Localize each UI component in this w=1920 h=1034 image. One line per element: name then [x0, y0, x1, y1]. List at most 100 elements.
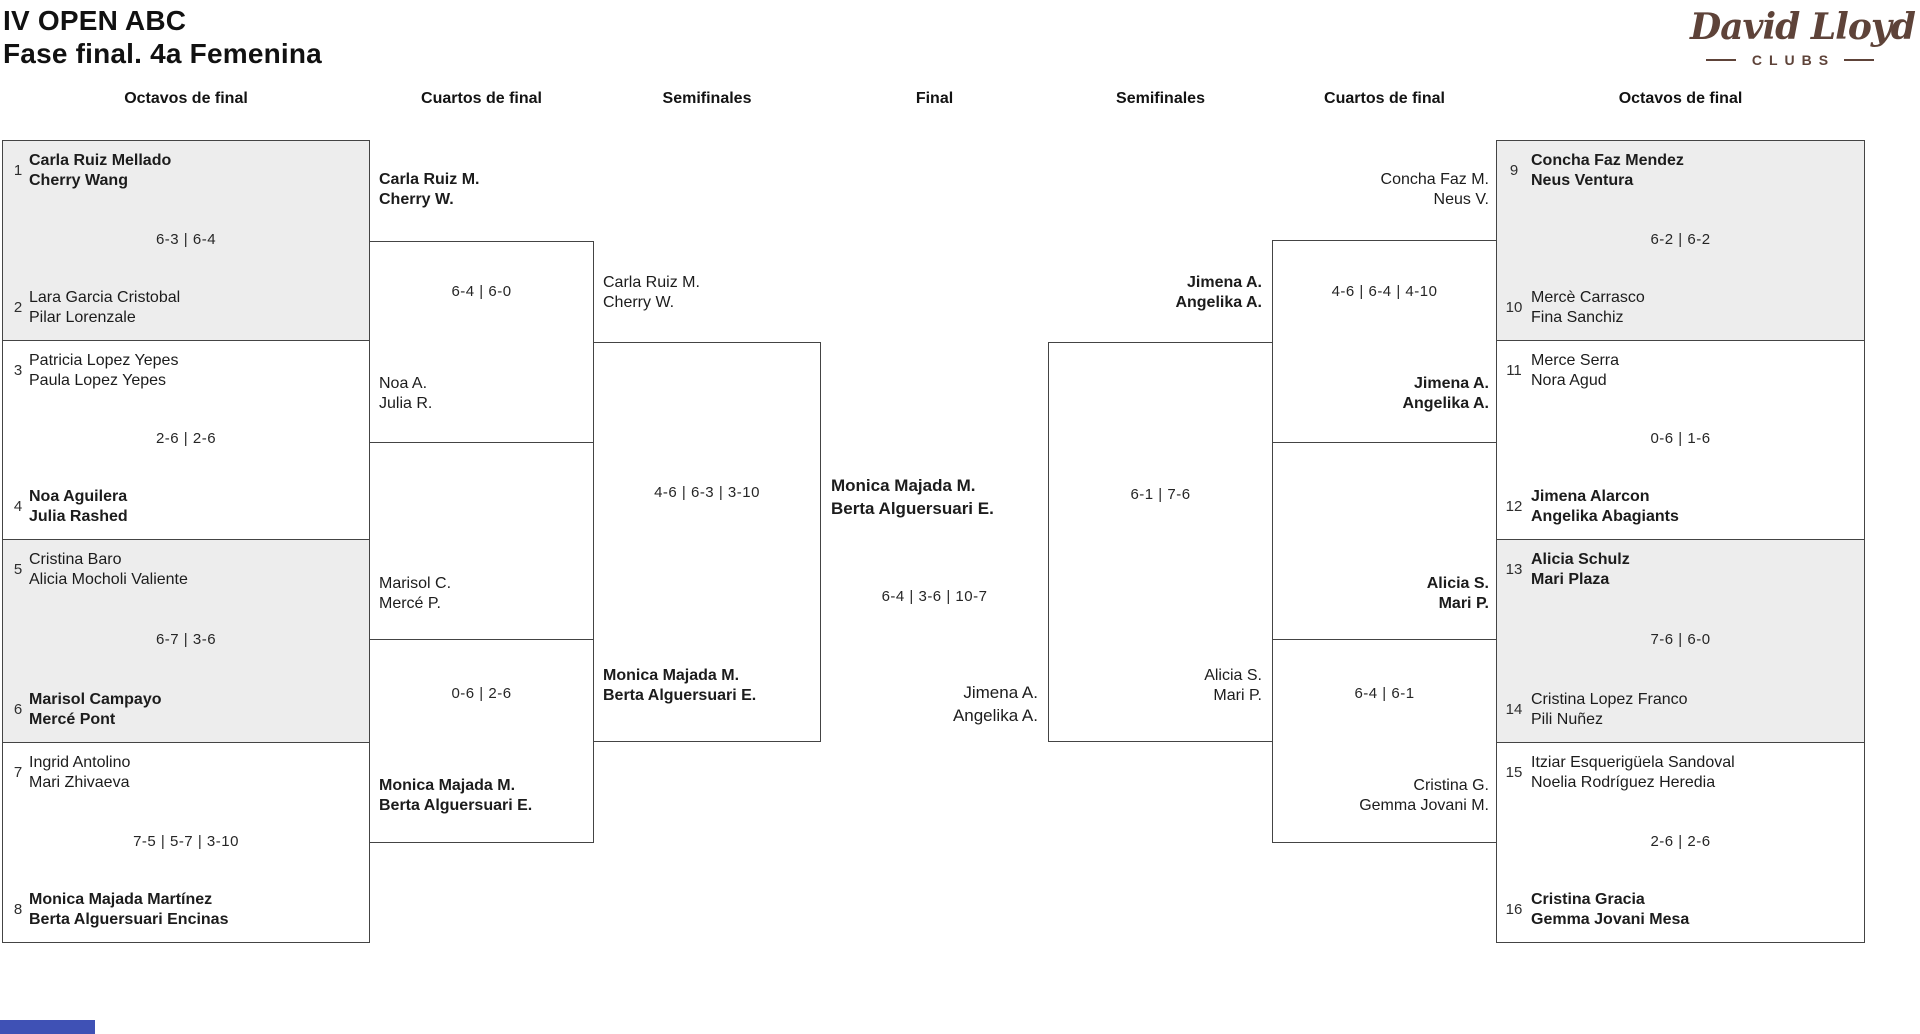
match-box-qf-right-1 — [1272, 240, 1497, 443]
team-pair: Jimena A. Angelika A. — [1175, 273, 1262, 313]
seed-number: 8 — [13, 901, 23, 918]
team-pair: Carla Ruiz M. Cherry W. — [379, 170, 479, 210]
round-header-octavos-left: Octavos de final — [124, 90, 248, 107]
team-pair: Noa A. Julia R. — [379, 374, 432, 414]
team-name-line: Itziar Esquerigüela Sandoval — [1531, 754, 1735, 771]
team-name-line: Alicia Mocholi Valiente — [29, 571, 188, 588]
team-name-line: Cherry W. — [379, 191, 454, 208]
match-box-r16-2: 3 Patricia Lopez Yepes Paula Lopez Yepes… — [2, 340, 370, 540]
team-name-line: Jimena A. — [1414, 375, 1489, 392]
team-name-line: Noelia Rodríguez Heredia — [1531, 774, 1716, 791]
seed-number: 9 — [1509, 162, 1519, 179]
team-name-line: Cristina Lopez Franco — [1531, 691, 1688, 708]
round-header-final: Final — [915, 90, 954, 107]
team-name-line: Pilar Lorenzale — [29, 309, 136, 326]
match-score: 2-6 | 2-6 — [1650, 832, 1711, 850]
team-name-line: Patricia Lopez Yepes — [29, 352, 179, 369]
tournament-title-line2: Fase final. 4a Femenina — [3, 38, 322, 69]
seed-number: 15 — [1505, 764, 1523, 781]
team-name-line: Noa A. — [379, 375, 428, 392]
team-pair-final-runnerup: Jimena A. Angelika A. — [953, 681, 1038, 727]
seed-number: 3 — [13, 362, 23, 379]
team-name-line: Mari Plaza — [1531, 571, 1610, 588]
seed-number: 10 — [1505, 299, 1523, 316]
team-name-line: Angelika A. — [952, 706, 1038, 725]
team-name-line: Noa Aguilera — [29, 488, 128, 505]
team-name-line: Monica Majada M. — [379, 777, 516, 794]
tournament-title-line1: IV OPEN ABC — [3, 5, 187, 36]
team-name-line: Julia R. — [379, 395, 433, 412]
match-score: 6-1 | 7-6 — [1130, 486, 1191, 503]
team-name-line: Mari Zhivaeva — [29, 774, 130, 791]
team-name-line: Neus V. — [1433, 191, 1489, 208]
team-pair: Concha Faz M. Neus V. — [1381, 170, 1489, 210]
team-pair: Carla Ruiz M. Cherry W. — [603, 273, 700, 313]
team-pair: Monica Majada Martínez Berta Alguersuari… — [29, 890, 228, 930]
footer-accent-bar — [0, 1020, 95, 1034]
logo-brand-text: David Lloyd — [1690, 6, 1916, 48]
team-pair: Alicia S. Mari P. — [1204, 666, 1262, 706]
match-score: 4-6 | 6-4 | 4-10 — [1331, 283, 1438, 300]
match-box-r16-3: 5 Cristina Baro Alicia Mocholi Valiente … — [2, 539, 370, 743]
match-score: 0-6 | 2-6 — [451, 685, 512, 702]
team-name-line: Monica Majada M. — [831, 476, 976, 495]
team-name-line: Mari P. — [1438, 595, 1489, 612]
team-name-line: Nora Agud — [1531, 372, 1607, 389]
match-score: 2-6 | 2-6 — [155, 430, 217, 447]
match-score: 4-6 | 6-3 | 3-10 — [654, 484, 760, 501]
team-name-line: Monica Majada Martínez — [29, 891, 213, 908]
match-box-sf-right — [1048, 342, 1273, 742]
match-score: 6-4 | 6-1 — [1354, 685, 1415, 702]
match-score: 7-5 | 5-7 | 3-10 — [133, 832, 239, 850]
match-score: 6-3 | 6-4 — [155, 230, 217, 248]
team-name-line: Berta Alguersuari E. — [831, 499, 994, 518]
logo-clubs-text: CLUBS — [1751, 52, 1836, 68]
team-name-line: Mari P. — [1213, 687, 1262, 704]
team-name-line: Angelika A. — [1402, 395, 1489, 412]
team-pair: Monica Majada M. Berta Alguersuari E. — [379, 776, 532, 816]
team-name-line: Carla Ruiz Mellado — [29, 152, 172, 169]
team-name-line: Jimena A. — [1187, 274, 1262, 291]
seed-number: 12 — [1505, 498, 1523, 515]
team-name-line: Mercé Pont — [29, 711, 116, 728]
team-name-line: Fina Sanchiz — [1531, 309, 1624, 326]
team-pair: Monica Majada M. Berta Alguersuari E. — [603, 666, 756, 706]
team-name-line: Berta Alguersuari E. — [603, 687, 757, 704]
match-box-r16-5: 9 Concha Faz Mendez Neus Ventura 6-2 | 6… — [1496, 140, 1865, 341]
david-lloyd-logo: David Lloyd CLUBS — [1690, 4, 1916, 68]
match-score: 7-6 | 6-0 — [1650, 631, 1711, 648]
match-box-qf-left-1 — [369, 241, 594, 443]
team-pair: Alicia Schulz Mari Plaza — [1531, 550, 1630, 590]
round-header-semis-left: Semifinales — [662, 90, 752, 107]
match-score: 0-6 | 1-6 — [1650, 430, 1711, 447]
team-name-line: Marisol C. — [379, 575, 452, 592]
team-name-line: Alicia S. — [1426, 575, 1489, 592]
team-pair: Cristina Lopez Franco Pili Nuñez — [1531, 690, 1688, 730]
match-score: 6-7 | 3-6 — [155, 631, 217, 648]
team-name-line: Jimena A. — [963, 683, 1038, 702]
team-name-line: Concha Faz Mendez — [1531, 152, 1684, 169]
team-pair: Alicia S. Mari P. — [1427, 574, 1489, 614]
team-name-line: Angelika Abagiants — [1531, 508, 1679, 525]
team-name-line: Jimena Alarcon — [1531, 488, 1650, 505]
team-name-line: Alicia S. — [1204, 667, 1262, 684]
match-box-qf-left-2 — [369, 639, 594, 843]
seed-number: 5 — [13, 561, 23, 578]
match-box-r16-1: 1 Carla Ruiz Mellado Cherry Wang 6-3 | 6… — [2, 140, 370, 341]
team-pair: Ingrid Antolino Mari Zhivaeva — [29, 753, 130, 793]
team-name-line: Monica Majada M. — [603, 667, 740, 684]
team-name-line: Cherry W. — [603, 294, 675, 311]
match-box-r16-6: 11 Merce Serra Nora Agud 0-6 | 1-6 12 Ji… — [1496, 340, 1865, 540]
team-name-line: Gemma Jovani M. — [1359, 797, 1489, 814]
tournament-title: IV OPEN ABC Fase final. 4a Femenina — [3, 4, 322, 70]
team-pair-final-winner: Monica Majada M. Berta Alguersuari E. — [831, 474, 994, 520]
team-name-line: Marisol Campayo — [29, 691, 162, 708]
team-name-line: Cristina Gracia — [1531, 891, 1645, 908]
team-name-line: Berta Alguersuari Encinas — [29, 911, 229, 928]
team-name-line: Mercé P. — [379, 595, 441, 612]
seed-number: 6 — [13, 701, 23, 718]
team-pair: Lara Garcia Cristobal Pilar Lorenzale — [29, 288, 180, 328]
logo-clubs-row: CLUBS — [1690, 52, 1890, 68]
final-score: 6-4 | 3-6 | 10-7 — [881, 588, 988, 605]
